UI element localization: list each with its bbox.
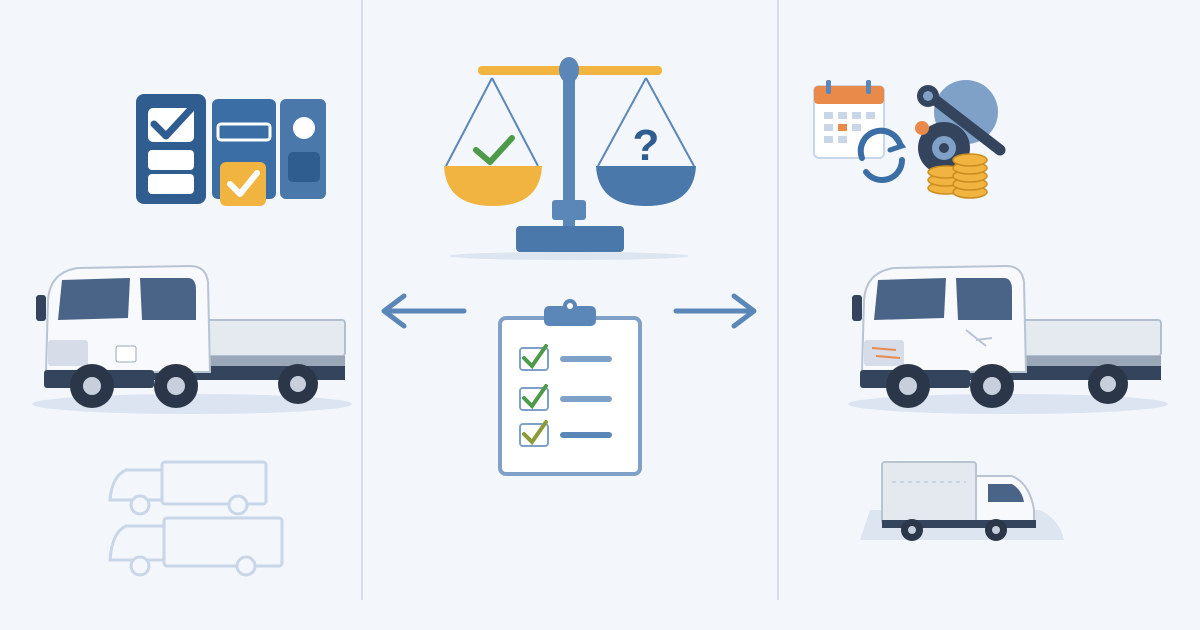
flatbed-truck-new-icon [32,264,352,414]
box-truck-icon [860,461,1064,541]
refresh-icon [857,127,907,183]
faded-truck-top [108,460,268,516]
faded-truck-bottom [108,516,284,577]
right-panel [813,80,1168,541]
center-panel: ? [381,57,757,476]
check-mark-icon [473,135,515,165]
flatbed-truck-used-icon [848,264,1168,414]
checklist-blocks-icon [136,94,326,206]
arrow-left-icon [381,293,467,329]
balance-scale-icon [444,57,696,260]
small-box-trucks-icon [108,460,284,577]
question-mark-icon: ? [633,121,660,170]
clipboard-checklist-icon [498,299,642,476]
calendar-icon [813,80,885,159]
arrow-right-icon [673,293,757,329]
coin-stack-icon [927,153,988,199]
left-panel [32,94,352,577]
